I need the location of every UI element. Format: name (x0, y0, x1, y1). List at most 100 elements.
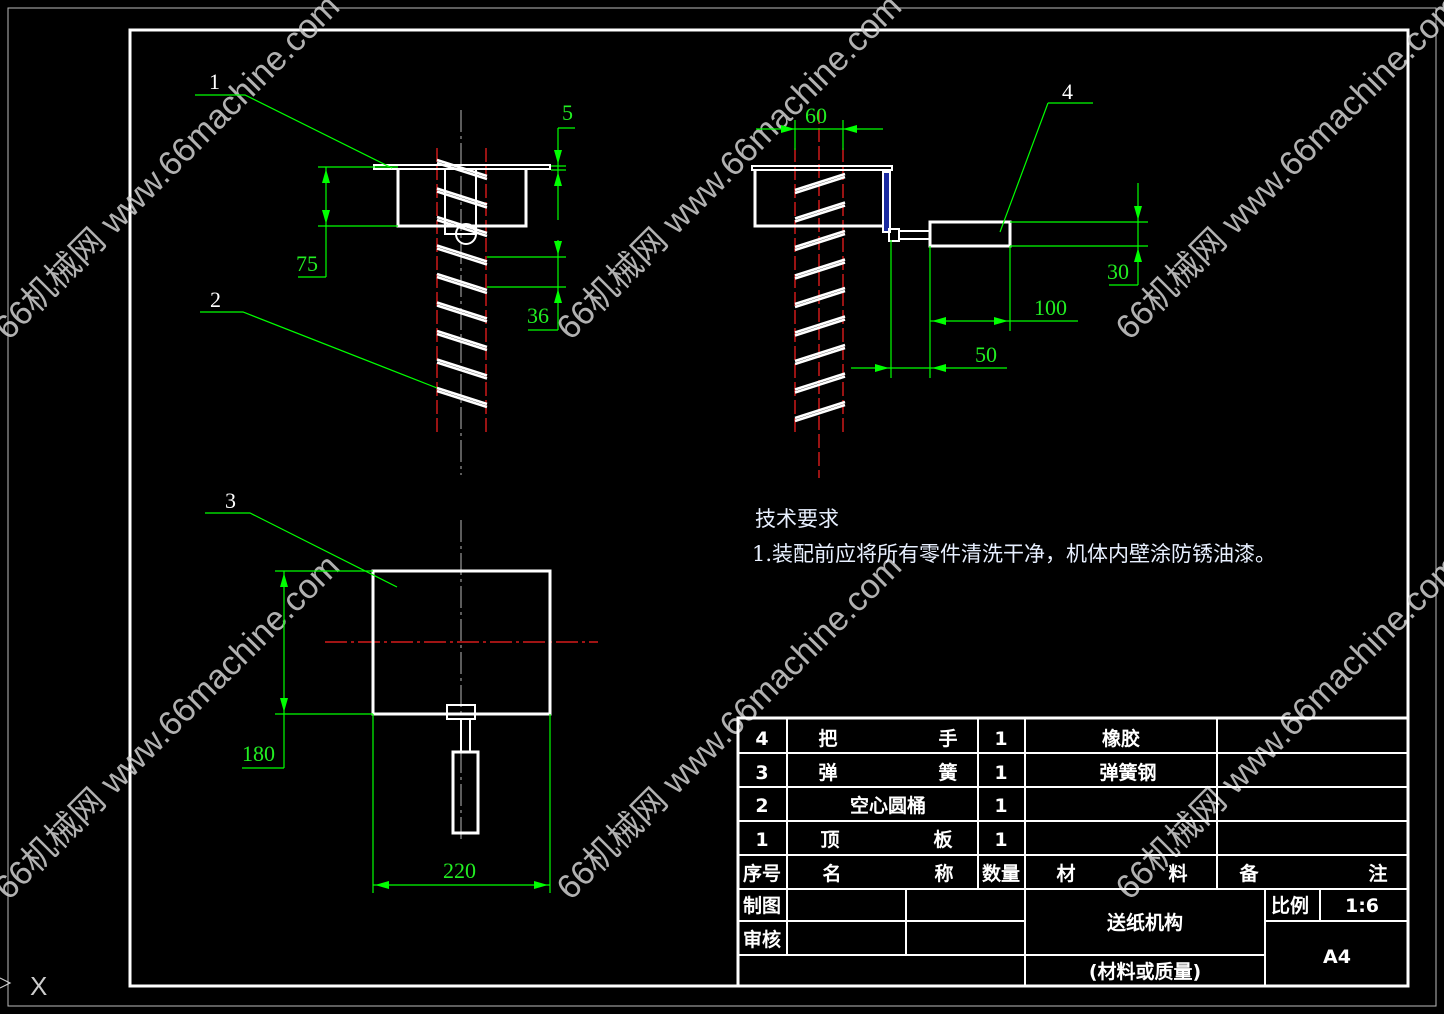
spring-coil (436, 158, 488, 178)
outer-border (7, 7, 1437, 1007)
spring-coil (436, 304, 488, 323)
spring-coil (794, 201, 846, 220)
tech-requirements-title: 技术要求 (755, 507, 839, 531)
bom-row: 4 把 手 1 橡胶 (755, 727, 1140, 750)
dim-30: 30 (1107, 259, 1129, 284)
callout-3: 3 (225, 488, 236, 513)
spring-coil (436, 329, 488, 349)
spring-coil (794, 204, 846, 223)
spring-coil (794, 261, 846, 280)
dim-220: 220 (443, 858, 476, 883)
spring-coil (794, 289, 846, 309)
title-block: 4 把 手 1 橡胶 3 弹 簧 1 弹簧钢 2 空心圆桶 1 1 顶 板 (736, 716, 1410, 988)
spring-coil (436, 190, 488, 209)
bom-no: 2 (755, 795, 768, 817)
bom-qty: 1 (994, 728, 1007, 750)
spring-coil (436, 386, 488, 406)
ucs-x-label: X (30, 971, 47, 1001)
tech-requirement-item: 1.装配前应将所有零件清洗干净，机体内壁涂防锈油漆。 (752, 542, 1276, 566)
bom-material: 弹簧钢 (1099, 761, 1156, 784)
handle-rod (460, 718, 471, 753)
bom-header-no: 序号 (743, 862, 781, 885)
scale-value: 1:6 (1345, 895, 1379, 917)
bom-name: 把 (818, 728, 837, 750)
front-view (373, 110, 551, 475)
sheet-size: A4 (1323, 946, 1351, 968)
bom-qty: 1 (994, 795, 1007, 817)
cylinder-outline (371, 569, 552, 716)
top-plate (751, 165, 893, 171)
dim-36: 36 (527, 303, 549, 328)
spring-coil (794, 400, 846, 420)
scale-label: 比例 (1271, 894, 1309, 917)
spring-coil (794, 375, 846, 394)
bom-header: 序号 名 称 数量 材 料 备 注 (743, 862, 1388, 885)
bom-name: 空心圆桶 (850, 794, 926, 817)
dimensions: 75 5 36 60 30 100 50 180 220 (242, 100, 1148, 893)
callouts: 1 2 3 4 (195, 69, 1093, 588)
hollow-cylinder (753, 170, 882, 228)
spring-coil (436, 358, 488, 377)
spring-coil (794, 372, 846, 391)
spring-coil (794, 175, 846, 195)
spring-coil (436, 218, 488, 238)
handle-rod (898, 230, 931, 240)
spring-coil (794, 403, 846, 423)
callout-1: 1 (209, 69, 220, 94)
spring-coil (436, 161, 488, 181)
bom-no: 1 (755, 829, 768, 851)
bom-qty: 1 (994, 829, 1007, 851)
drawn-by-label: 制图 (743, 894, 781, 917)
dim-60: 60 (805, 103, 827, 128)
hollow-cylinder (396, 170, 528, 228)
drawing-title: 送纸机构 (1107, 911, 1183, 934)
bom-header-name: 称 (934, 862, 953, 885)
bom-header-name: 名 (822, 862, 841, 885)
watermark: 66机械网 www.66machine.com (1108, 547, 1444, 907)
spring-coil (794, 315, 846, 334)
dim-5: 5 (562, 100, 573, 125)
spring-coil (794, 318, 846, 337)
dim-50: 50 (975, 342, 997, 367)
bom-qty: 1 (994, 762, 1007, 784)
bom-name: 板 (933, 828, 953, 851)
spring-coils (436, 158, 488, 409)
bom-material: 橡胶 (1102, 727, 1140, 750)
checked-by-label: 审核 (743, 928, 781, 951)
bom-name: 顶 (820, 829, 839, 851)
hatched-wall (882, 171, 891, 233)
bom-name: 簧 (938, 761, 957, 784)
spring-coil (436, 272, 488, 292)
bom-no: 3 (755, 762, 768, 784)
spring-coil (794, 343, 846, 363)
spring-coil (436, 247, 488, 266)
bom-header-material: 料 (1168, 862, 1187, 885)
callout-2: 2 (210, 287, 221, 312)
watermark: 66机械网 www.66machine.com (1108, 0, 1444, 347)
bom-header-qty: 数量 (982, 862, 1020, 885)
spring-coil (794, 286, 846, 306)
bom-no: 4 (755, 728, 768, 750)
spring-coil (436, 301, 488, 320)
bom-table: 4 把 手 1 橡胶 3 弹 簧 1 弹簧钢 2 空心圆桶 1 1 顶 板 (743, 727, 1388, 885)
spring-coil (436, 389, 488, 409)
spring-coil (794, 172, 846, 192)
watermark: 66机械网 www.66machine.com (549, 547, 909, 907)
spring-coil (436, 275, 488, 295)
bom-header-note: 注 (1368, 862, 1387, 885)
bom-row: 2 空心圆桶 1 (755, 794, 1007, 817)
tech-requirements: 技术要求 1.装配前应将所有零件清洗干净，机体内壁涂防锈油漆。 (752, 507, 1276, 566)
spring-coil (794, 346, 846, 366)
callout-4: 4 (1062, 79, 1073, 104)
watermark: 66机械网 www.66machine.com (0, 0, 347, 347)
dim-180: 180 (242, 741, 275, 766)
spring-coil (436, 244, 488, 263)
material-mass: (材料或质量) (1089, 960, 1201, 983)
top-view (325, 520, 598, 840)
handle (451, 750, 480, 835)
spring-coil (794, 258, 846, 277)
spring-coil (794, 229, 846, 249)
ucs-icon: X (0, 971, 47, 1001)
side-view (751, 110, 1012, 478)
